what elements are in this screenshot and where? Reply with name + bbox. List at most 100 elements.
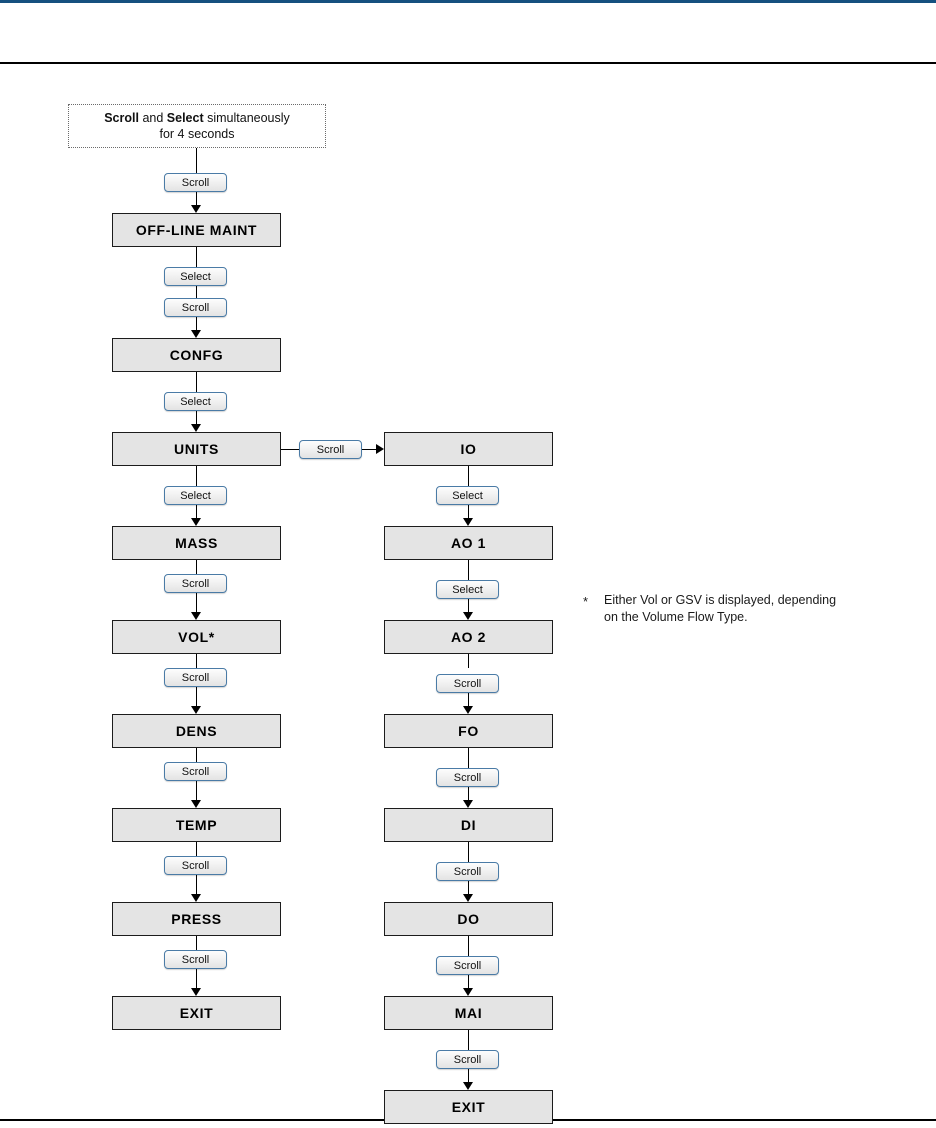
arrowhead-to-ao2 <box>463 612 473 620</box>
node-confg[interactable]: CONFG <box>112 338 281 372</box>
connector-scroll-to-press <box>195 875 197 894</box>
node-dens[interactable]: DENS <box>112 714 281 748</box>
connector-fo-to-scroll <box>467 748 469 768</box>
arrowhead-to-mai <box>463 988 473 996</box>
connector-branch-scroll-to-io <box>362 448 378 450</box>
connector-select-to-scroll-2 <box>195 286 197 298</box>
arrowhead-to-vol <box>191 612 201 620</box>
connector-select-to-ao1 <box>467 505 469 518</box>
key-button-scroll-4[interactable]: Scroll <box>164 668 227 687</box>
connector-ao1-to-select <box>467 560 469 580</box>
footnote-line-1: Either Vol or GSV is displayed, dependin… <box>604 593 837 607</box>
node-exit-right[interactable]: EXIT <box>384 1090 553 1124</box>
connector-scroll-to-exit-left <box>195 969 197 988</box>
key-button-select-1[interactable]: Select <box>164 267 227 286</box>
arrowhead-to-press <box>191 894 201 902</box>
node-fo[interactable]: FO <box>384 714 553 748</box>
node-press[interactable]: PRESS <box>112 902 281 936</box>
node-exit-left[interactable]: EXIT <box>112 996 281 1030</box>
key-button-scroll-ao2[interactable]: Scroll <box>436 674 499 693</box>
connector-offline-to-select <box>195 247 197 267</box>
connector-scroll-to-do <box>467 881 469 894</box>
instruction-bold-select: Select <box>166 111 204 125</box>
connector-io-to-select <box>467 466 469 486</box>
connector-di-to-scroll <box>467 842 469 862</box>
instruction-tail: simultaneously <box>203 111 290 125</box>
key-button-scroll-7[interactable]: Scroll <box>164 950 227 969</box>
connector-ao2-to-scroll <box>467 654 469 668</box>
connector-scroll-to-vol <box>195 593 197 612</box>
arrowhead-to-offline-maint <box>191 205 201 213</box>
key-button-select-ao1[interactable]: Select <box>436 580 499 599</box>
key-button-scroll-do[interactable]: Scroll <box>436 956 499 975</box>
key-button-scroll-1[interactable]: Scroll <box>164 173 227 192</box>
key-button-select-2[interactable]: Select <box>164 392 227 411</box>
connector-mass-to-scroll <box>195 560 197 574</box>
arrowhead-to-di <box>463 800 473 808</box>
connector-select-to-mass <box>195 505 197 518</box>
connector-scroll-to-dens <box>195 687 197 706</box>
instruction-bold-scroll: Scroll <box>104 111 139 125</box>
instruction-line-1: Scroll and Select simultaneously <box>104 110 290 126</box>
key-button-scroll-6[interactable]: Scroll <box>164 856 227 875</box>
connector-press-to-scroll <box>195 936 197 950</box>
connector-select-to-ao2 <box>467 599 469 612</box>
footnote-line-2: on the Volume Flow Type. <box>604 610 748 624</box>
connector-vol-to-scroll <box>195 654 197 668</box>
footnote-marker: * <box>583 594 589 609</box>
header-divider-rule <box>0 62 936 64</box>
node-vol[interactable]: VOL* <box>112 620 281 654</box>
node-mai[interactable]: MAI <box>384 996 553 1030</box>
node-do[interactable]: DO <box>384 902 553 936</box>
connector-do-to-scroll <box>467 936 469 956</box>
connector-scroll-to-exit-right <box>467 1069 469 1082</box>
arrowhead-to-mass <box>191 518 201 526</box>
node-ao-1[interactable]: AO 1 <box>384 526 553 560</box>
instruction-line-2: for 4 seconds <box>159 127 235 141</box>
connector-temp-to-scroll <box>195 842 197 856</box>
node-units[interactable]: UNITS <box>112 432 281 466</box>
arrowhead-to-fo <box>463 706 473 714</box>
key-button-scroll-5[interactable]: Scroll <box>164 762 227 781</box>
arrowhead-to-exit-left <box>191 988 201 996</box>
node-mass[interactable]: MASS <box>112 526 281 560</box>
node-off-line-maint[interactable]: OFF-LINE MAINT <box>112 213 281 247</box>
connector-units-to-select <box>195 466 197 486</box>
key-button-scroll-3[interactable]: Scroll <box>164 574 227 593</box>
arrowhead-to-do <box>463 894 473 902</box>
key-button-scroll-fo[interactable]: Scroll <box>436 768 499 787</box>
key-button-select-io[interactable]: Select <box>436 486 499 505</box>
instruction-box: Scroll and Select simultaneously for 4 s… <box>68 104 326 148</box>
connector-scroll-to-di <box>467 787 469 800</box>
connector-instruction-to-scroll <box>195 148 197 173</box>
node-io[interactable]: IO <box>384 432 553 466</box>
connector-dens-to-scroll <box>195 748 197 762</box>
arrowhead-to-temp <box>191 800 201 808</box>
arrowhead-to-confg <box>191 330 201 338</box>
arrowhead-to-dens <box>191 706 201 714</box>
footnote: * Either Vol or GSV is displayed, depend… <box>583 592 883 626</box>
key-button-scroll-branch[interactable]: Scroll <box>299 440 362 459</box>
connector-select-to-units <box>195 411 197 424</box>
key-button-scroll-di[interactable]: Scroll <box>436 862 499 881</box>
arrowhead-to-exit-right <box>463 1082 473 1090</box>
node-ao-2[interactable]: AO 2 <box>384 620 553 654</box>
arrowhead-to-io <box>376 444 384 454</box>
connector-scroll-to-temp <box>195 781 197 800</box>
key-button-scroll-mai[interactable]: Scroll <box>436 1050 499 1069</box>
key-button-scroll-2[interactable]: Scroll <box>164 298 227 317</box>
connector-mai-to-scroll <box>467 1030 469 1050</box>
connector-units-to-branch-scroll <box>281 448 299 450</box>
node-di[interactable]: DI <box>384 808 553 842</box>
arrowhead-to-ao1 <box>463 518 473 526</box>
arrowhead-to-units <box>191 424 201 432</box>
key-button-select-3[interactable]: Select <box>164 486 227 505</box>
connector-confg-to-select <box>195 372 197 392</box>
node-temp[interactable]: TEMP <box>112 808 281 842</box>
footnote-body: Either Vol or GSV is displayed, dependin… <box>604 592 883 626</box>
top-accent-rule <box>0 0 936 3</box>
connector-scroll-to-mai <box>467 975 469 988</box>
connector-scroll-to-confg <box>195 317 197 331</box>
connector-scroll-to-fo <box>467 693 469 706</box>
